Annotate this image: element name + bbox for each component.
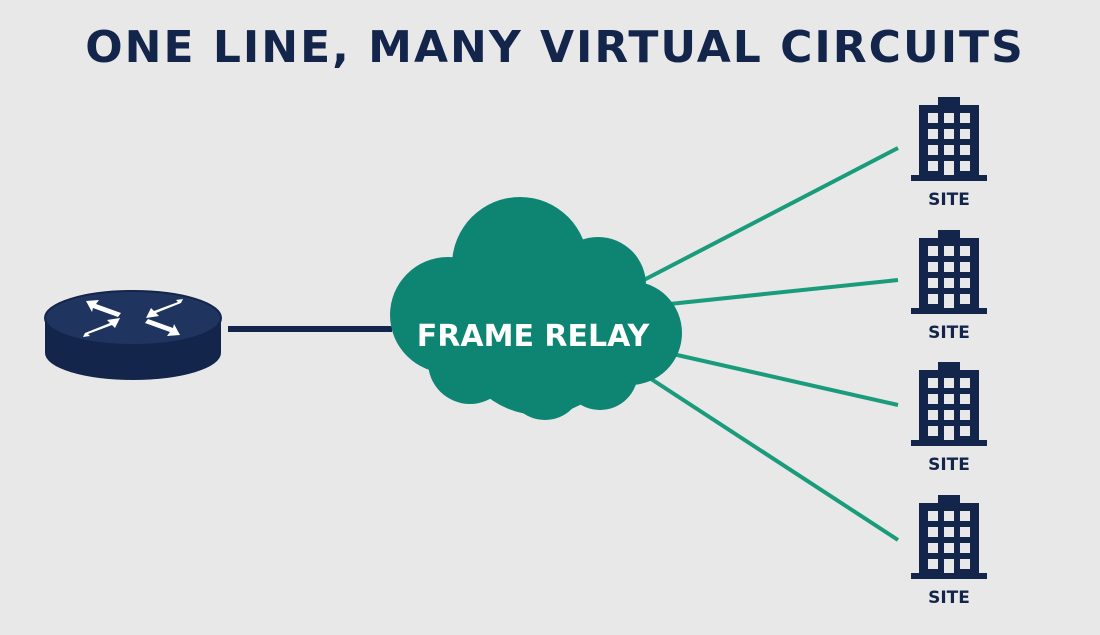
site-label: SITE bbox=[928, 455, 970, 475]
virtual-circuits bbox=[639, 146, 900, 542]
site-2: SITE bbox=[911, 230, 987, 343]
cloud-icon bbox=[390, 197, 682, 420]
site-label: SITE bbox=[928, 323, 970, 343]
router-icon bbox=[44, 290, 222, 380]
virtual-circuit-line-4 bbox=[643, 373, 900, 542]
virtual-circuit-line-3 bbox=[654, 348, 899, 407]
building-icon bbox=[911, 97, 987, 181]
building-icon bbox=[911, 230, 987, 314]
cloud-label: FRAME RELAY bbox=[417, 319, 651, 354]
page-title: ONE LINE, MANY VIRTUAL CIRCUITS bbox=[85, 22, 1025, 73]
building-icon bbox=[911, 362, 987, 446]
site-4: SITE bbox=[911, 495, 987, 608]
site-label: SITE bbox=[928, 190, 970, 210]
site-1: SITE bbox=[911, 97, 987, 210]
virtual-circuit-line-1 bbox=[639, 146, 899, 284]
site-3: SITE bbox=[911, 362, 987, 475]
building-icon bbox=[911, 495, 987, 579]
site-label: SITE bbox=[928, 588, 970, 608]
virtual-circuit-line-2 bbox=[659, 278, 899, 307]
sites-group: SITE SITE SITE SITE bbox=[911, 97, 987, 608]
